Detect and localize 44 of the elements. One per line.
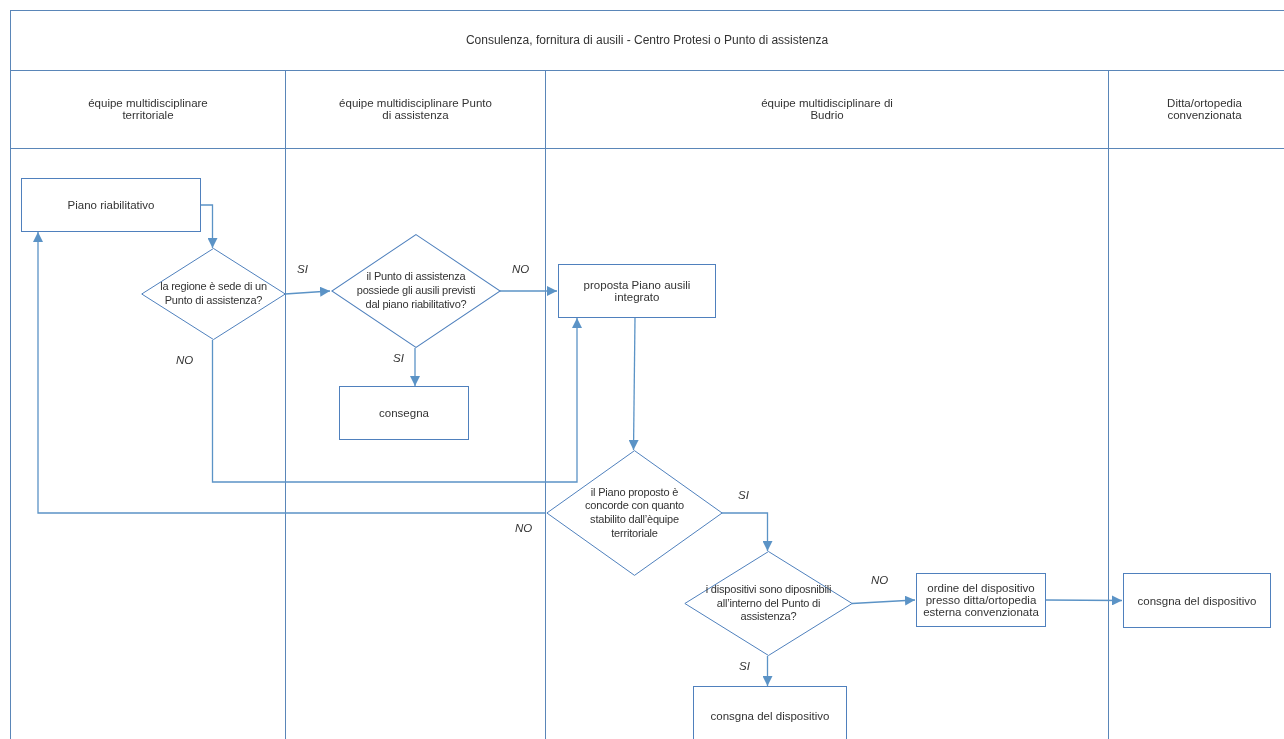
arrow <box>721 512 773 552</box>
decision-text: il Piano proposto è concorde con quanto stabilito dall’èquipe territoriale <box>584 485 685 541</box>
edge-label: SI <box>737 489 750 501</box>
process-box <box>339 386 469 440</box>
edge-label: SI <box>296 263 309 275</box>
process-text: ordine del dispositivo presso ditta/ortopedia esterna convenzionata <box>922 582 1040 618</box>
decision-diamond <box>546 450 723 576</box>
lane-header: équipe multidisciplinare Punto di assistenza <box>338 97 493 121</box>
process-box <box>693 686 847 739</box>
edge-label: NO <box>175 354 195 366</box>
arrow <box>499 286 558 296</box>
edge-label: NO <box>870 574 890 586</box>
lane-header: équipe multidisciplinare territoriale <box>87 97 209 121</box>
edge-label: SI <box>738 660 751 672</box>
process-text: consgna del dispositivo <box>709 710 831 722</box>
arrow <box>211 317 582 483</box>
decision-diamond <box>684 551 853 656</box>
arrow <box>628 317 639 451</box>
process-box <box>1123 573 1271 628</box>
arrow <box>199 204 218 249</box>
arrow <box>762 655 773 687</box>
decision-diamond <box>141 248 286 340</box>
decision-text: i dispositivi sono diposnibili all’interno del Punto di assistenza? <box>704 582 833 625</box>
process-box <box>558 264 716 318</box>
process-box <box>916 573 1046 627</box>
lane-header: Ditta/ortopedia convenzionata <box>1166 97 1243 121</box>
process-text: proposta Piano ausili integrato <box>582 279 692 303</box>
arrow <box>410 347 420 387</box>
decision-text: la regione è sede di un Punto di assistenza? <box>159 280 268 308</box>
decision-text: il Punto di assistenza possiede gli ausili previsti dal piano riabilitativo? <box>356 270 476 312</box>
arrow <box>33 231 546 514</box>
arrow <box>851 595 916 606</box>
arrow <box>1044 595 1123 606</box>
edge-label: SI <box>392 352 405 364</box>
pool-title: Consulenza, fornitura di ausili - Centro Protesi o Punto di assistenza <box>464 32 830 49</box>
edge-label: NO <box>514 522 534 534</box>
lane-header: équipe multidisciplinare di Budrio <box>760 97 894 121</box>
process-text: consegna <box>378 407 430 419</box>
process-box <box>21 178 201 232</box>
process-text: Piano riabilitativo <box>66 199 156 211</box>
decision-diamond <box>331 234 501 348</box>
edge-label: NO <box>511 263 531 275</box>
arrow <box>284 286 331 297</box>
process-text: consgna del dispositivo <box>1136 594 1258 607</box>
